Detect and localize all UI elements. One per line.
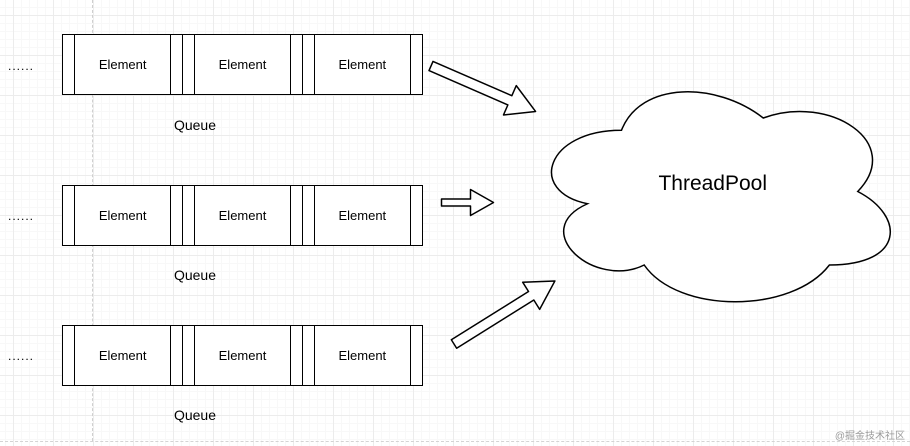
- threadpool-cloud: ThreadPool: [527, 69, 905, 314]
- element-label: Element: [338, 348, 387, 363]
- element-left-bar: [193, 326, 195, 385]
- element-left-bar: [313, 326, 315, 385]
- element-right-bar: [290, 326, 292, 385]
- queue-1-ellipsis: ......: [8, 59, 35, 73]
- queue-2-element-1-box: Element: [62, 185, 184, 246]
- queue-1-element-2-box: Element: [181, 34, 304, 95]
- queue-2-label: Queue: [173, 267, 217, 283]
- queue-2-element-3-box: Element: [301, 185, 423, 246]
- element-label: Element: [98, 57, 147, 72]
- element-right-bar: [170, 35, 172, 94]
- queue-1-element-1-box: Element: [62, 34, 184, 95]
- queue-2-ellipsis: ......: [8, 209, 35, 223]
- queue-3-element-3-box: Element: [301, 325, 423, 386]
- element-right-bar: [290, 35, 292, 94]
- queue-2: Element Element Element: [62, 185, 423, 246]
- queue-1: Element Element Element: [62, 34, 423, 95]
- element-right-bar: [170, 186, 172, 245]
- element-left-bar: [74, 326, 75, 385]
- element-left-bar: [193, 35, 195, 94]
- queue-3: Element Element Element: [62, 325, 423, 386]
- element-right-bar: [409, 326, 411, 385]
- element-label: Element: [338, 208, 387, 223]
- element-left-bar: [313, 186, 315, 245]
- element-label: Element: [98, 348, 147, 363]
- element-right-bar: [409, 35, 411, 94]
- queue-2-element-2-box: Element: [181, 185, 304, 246]
- element-right-bar: [290, 186, 292, 245]
- element-left-bar: [313, 35, 315, 94]
- watermark: @掘金技术社区: [834, 431, 905, 442]
- queue-3-ellipsis: ......: [8, 349, 35, 363]
- queue-1-label: Queue: [173, 117, 217, 133]
- element-label: Element: [338, 57, 387, 72]
- element-right-bar: [409, 186, 411, 245]
- element-left-bar: [193, 186, 195, 245]
- queue-3-label: Queue: [173, 407, 217, 423]
- element-label: Element: [218, 348, 267, 363]
- page-boundary-horizontal-dashed-line: [0, 441, 910, 442]
- queue-3-element-2-box: Element: [181, 325, 304, 386]
- arrow-queue1-to-threadpool-icon: [428, 60, 537, 116]
- element-label: Element: [218, 208, 267, 223]
- cloud-shape-icon: [550, 91, 891, 303]
- element-left-bar: [74, 35, 75, 94]
- element-right-bar: [170, 326, 172, 385]
- element-label: Element: [218, 57, 267, 72]
- element-label: Element: [98, 208, 147, 223]
- element-left-bar: [74, 186, 75, 245]
- arrow-queue2-to-threadpool-icon: [440, 188, 495, 217]
- queue-1-element-3-box: Element: [301, 34, 423, 95]
- threadpool-label: ThreadPool: [658, 172, 768, 195]
- queue-3-element-1-box: Element: [62, 325, 184, 386]
